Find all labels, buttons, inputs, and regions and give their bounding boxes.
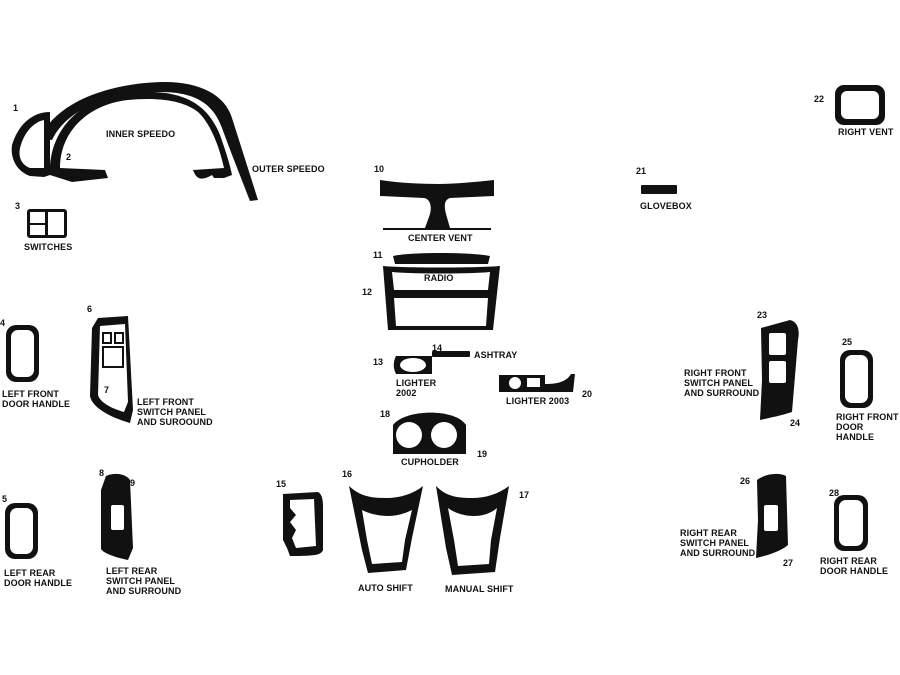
right-front-switch-cutout-1 bbox=[769, 333, 786, 355]
left-front-door-handle-cutout bbox=[11, 330, 34, 377]
part-number-26: 26 bbox=[740, 476, 751, 486]
right-vent-cutout bbox=[841, 91, 879, 119]
manual-shift-cutout bbox=[448, 508, 497, 566]
part-number-12: 12 bbox=[362, 287, 373, 297]
part-number-27: 27 bbox=[783, 558, 794, 568]
label-auto-shift: AUTO SHIFT bbox=[358, 583, 413, 593]
part-number-11: 11 bbox=[373, 250, 383, 260]
lighter-2003-hole bbox=[509, 377, 521, 389]
switch-cutout-3 bbox=[48, 212, 64, 235]
part-number-13: 13 bbox=[373, 357, 384, 367]
part-number-1: 1 bbox=[13, 103, 19, 113]
part-number-17: 17 bbox=[519, 490, 530, 500]
label-glovebox: GLOVEBOX bbox=[640, 201, 692, 211]
part-number-15: 15 bbox=[276, 479, 287, 489]
auto-shift-cutout bbox=[362, 510, 412, 564]
radio-body-window-bottom bbox=[394, 298, 488, 326]
label-right-front-switch-panel: RIGHT FRONT SWITCH PANEL AND SURROUND bbox=[684, 368, 760, 398]
label-outer-speedo: OUTER SPEEDO bbox=[252, 164, 325, 174]
part-number-20: 20 bbox=[582, 389, 593, 399]
left-front-switch-button-2-hole bbox=[116, 334, 122, 342]
label-cupholder: CUPHOLDER bbox=[401, 457, 459, 467]
part-number-10: 10 bbox=[374, 164, 385, 174]
outer-speedo-part bbox=[40, 82, 258, 201]
right-front-door-handle-cutout bbox=[845, 355, 868, 403]
left-front-switch-divider-hole bbox=[104, 348, 122, 366]
label-center-vent: CENTER VENT bbox=[408, 233, 473, 243]
left-rear-door-handle-cutout bbox=[10, 508, 33, 554]
label-inner-speedo: INNER SPEEDO bbox=[106, 129, 176, 139]
right-rear-switch-cutout bbox=[764, 505, 778, 531]
part-number-21: 21 bbox=[636, 166, 647, 176]
label-right-rear-switch-panel: RIGHT REAR SWITCH PANEL AND SURROUND bbox=[680, 528, 756, 558]
label-right-front-door-handle: RIGHT FRONT DOOR HANDLE bbox=[836, 412, 899, 442]
label-radio: RADIO bbox=[424, 273, 454, 283]
label-left-front-switch-panel: LEFT FRONT SWITCH PANEL AND SUROOUND bbox=[137, 397, 213, 427]
part-number-28: 28 bbox=[829, 488, 840, 498]
switch-cutout-1 bbox=[30, 212, 45, 223]
label-left-rear-switch-panel: LEFT REAR SWITCH PANEL AND SURROUND bbox=[106, 566, 182, 596]
label-ashtray: ASHTRAY bbox=[474, 350, 518, 360]
lighter-2003-slot bbox=[527, 378, 540, 387]
part-number-8: 8 bbox=[99, 468, 105, 478]
label-lighter-2002: LIGHTER 2002 bbox=[396, 378, 437, 398]
part-number-23: 23 bbox=[757, 310, 768, 320]
inner-speedo-left-pod-cutout bbox=[19, 120, 44, 168]
part-number-2: 2 bbox=[66, 152, 72, 162]
lighter-2002-hole bbox=[400, 358, 426, 372]
part-number-16: 16 bbox=[342, 469, 353, 479]
part-number-9: 9 bbox=[130, 478, 136, 488]
part-number-22: 22 bbox=[814, 94, 825, 104]
part-number-25: 25 bbox=[842, 337, 853, 347]
right-rear-door-handle-cutout bbox=[839, 500, 863, 546]
label-left-front-door-handle: LEFT FRONT DOOR HANDLE bbox=[2, 389, 71, 409]
part-number-6: 6 bbox=[87, 304, 93, 314]
inner-speedo-part bbox=[49, 91, 233, 182]
label-lighter-2003: LIGHTER 2003 bbox=[506, 396, 570, 406]
label-left-rear-door-handle: LEFT REAR DOOR HANDLE bbox=[4, 568, 73, 588]
part-number-24: 24 bbox=[790, 418, 801, 428]
radio-upper-part bbox=[393, 253, 490, 264]
part-15-cutout bbox=[290, 499, 316, 548]
cupholder-hole-2 bbox=[431, 422, 457, 448]
left-rear-switch-cutout bbox=[111, 505, 124, 530]
label-right-vent: RIGHT VENT bbox=[838, 127, 894, 137]
part-number-7: 7 bbox=[104, 385, 110, 395]
part-number-18: 18 bbox=[380, 409, 391, 419]
left-front-switch-button-1-hole bbox=[104, 334, 110, 342]
part-number-14: 14 bbox=[432, 343, 443, 353]
label-manual-shift: MANUAL SHIFT bbox=[445, 584, 514, 594]
part-number-3: 3 bbox=[15, 201, 21, 211]
right-front-switch-cutout-2 bbox=[769, 361, 786, 383]
part-number-19: 19 bbox=[477, 449, 488, 459]
center-vent-baseline bbox=[383, 228, 491, 230]
glovebox-part bbox=[641, 185, 677, 194]
switch-cutout-2 bbox=[30, 225, 45, 235]
radio-body-window-top bbox=[392, 272, 490, 290]
ashtray-part bbox=[432, 351, 470, 357]
label-switches: SWITCHES bbox=[24, 242, 73, 252]
part-number-5: 5 bbox=[2, 494, 8, 504]
cupholder-hole-1 bbox=[396, 422, 422, 448]
center-vent-part bbox=[380, 180, 494, 228]
part-number-4: 4 bbox=[0, 318, 6, 328]
label-right-rear-door-handle: RIGHT REAR DOOR HANDLE bbox=[820, 556, 889, 576]
